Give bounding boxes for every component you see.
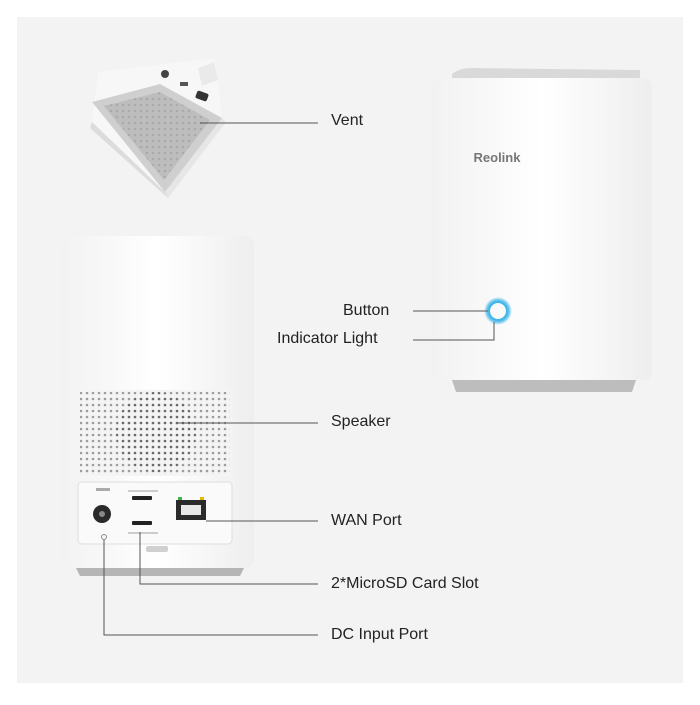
microsd-slot-icon <box>132 496 152 500</box>
label-dc-input-port: DC Input Port <box>331 626 428 643</box>
microsd-callout-line <box>139 532 318 585</box>
microsd-slot-icon <box>132 521 152 525</box>
label-vent: Vent <box>331 112 364 129</box>
indicator-callout-line <box>413 322 495 341</box>
indicator-light <box>488 301 508 321</box>
callout-lines <box>103 122 495 636</box>
label-indicator-light: Indicator Light <box>277 330 378 347</box>
port-panel <box>77 481 233 545</box>
device-top-view <box>90 58 226 198</box>
label-speaker: Speaker <box>331 413 391 430</box>
device-button <box>491 304 505 318</box>
label-microsd-slot: 2*MicroSD Card Slot <box>331 575 479 592</box>
device-rear-view <box>62 236 254 576</box>
port-hole-icon <box>161 70 169 78</box>
brand-logo: Reolink <box>474 150 522 165</box>
label-wan-port: WAN Port <box>331 512 402 529</box>
label-button: Button <box>343 302 390 319</box>
dc-callout-line <box>103 540 318 636</box>
device-front-view: Reolink <box>432 68 652 392</box>
usb-port-icon <box>195 90 209 102</box>
